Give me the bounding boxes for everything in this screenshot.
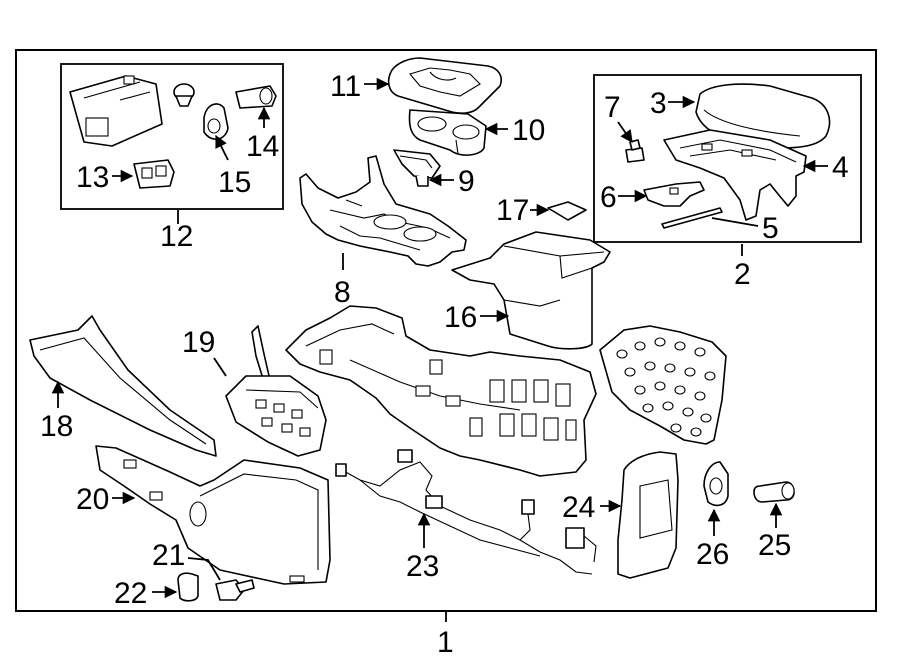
callout-18: 18 xyxy=(40,410,73,443)
part-26-bezel xyxy=(703,461,729,507)
callout-20: 20 xyxy=(76,483,109,516)
callout-1: 1 xyxy=(437,626,454,659)
callout-13: 13 xyxy=(76,161,109,194)
callout-8: 8 xyxy=(334,276,351,309)
panel-hole xyxy=(616,349,628,359)
callout-24: 24 xyxy=(562,491,595,524)
callout-10: 10 xyxy=(512,114,545,147)
leader-lines xyxy=(51,77,828,622)
panel-hole xyxy=(684,367,696,377)
part-17-pad xyxy=(547,201,587,221)
part-10-cupholder-insert xyxy=(408,109,487,156)
part-25-knob xyxy=(753,481,795,503)
callout-9: 9 xyxy=(458,165,475,198)
part-5-rod xyxy=(661,207,723,229)
part-12-clip xyxy=(173,83,195,107)
callout-3: 3 xyxy=(650,87,667,120)
part-21-screw xyxy=(215,579,255,601)
panel-hole xyxy=(644,361,656,371)
part-24-cover xyxy=(617,451,679,579)
panel-hole xyxy=(662,401,674,411)
callout-25: 25 xyxy=(758,529,791,562)
callout-6: 6 xyxy=(600,181,617,214)
callout-2: 2 xyxy=(734,258,751,291)
panel-hole xyxy=(690,427,702,437)
group-box-2 xyxy=(593,74,862,243)
panel-hole xyxy=(700,413,712,423)
callout-19: 19 xyxy=(182,326,215,359)
callout-5: 5 xyxy=(762,212,779,245)
callout-15: 15 xyxy=(218,166,251,199)
panel-hole xyxy=(694,347,706,357)
callout-11: 11 xyxy=(330,70,361,103)
part-15-grommet xyxy=(203,103,229,140)
part-12-bracket xyxy=(69,75,163,147)
part-16-storage-bin xyxy=(451,231,611,350)
callout-4: 4 xyxy=(832,151,849,184)
group-box-12 xyxy=(60,63,284,210)
callout-21: 21 xyxy=(152,539,185,572)
part-23-harness xyxy=(335,449,597,575)
panel-hole xyxy=(654,381,666,391)
part-9-tray xyxy=(393,149,441,187)
callout-26: 26 xyxy=(696,538,729,571)
part-side-panel-right xyxy=(599,325,727,445)
part-14-socket xyxy=(235,85,277,109)
panel-hole xyxy=(704,371,716,381)
panel-hole xyxy=(694,391,706,401)
panel-hole xyxy=(674,385,686,395)
panel-hole xyxy=(682,407,694,417)
part-4-armrest-base xyxy=(663,129,807,221)
callout-17: 17 xyxy=(496,194,529,227)
part-1-console-frame xyxy=(285,305,597,477)
part-8-console-trim-plate xyxy=(299,155,467,267)
callout-12: 12 xyxy=(160,220,193,253)
part-19-shifter xyxy=(225,325,327,457)
panel-hole xyxy=(642,403,654,413)
callout-23: 23 xyxy=(406,550,439,583)
callout-22: 22 xyxy=(114,577,147,610)
panel-hole xyxy=(664,363,676,373)
panel-hole xyxy=(670,423,682,433)
callout-7: 7 xyxy=(604,91,621,124)
panel-hole xyxy=(634,385,646,395)
part-11-cupholder-trim xyxy=(387,57,503,114)
part-13-switch xyxy=(133,159,175,189)
part-6-latch xyxy=(643,181,705,207)
part-22-clip xyxy=(177,572,199,602)
part-7-bumper xyxy=(625,139,645,163)
part-20-lower-panel xyxy=(95,445,331,585)
callout-16: 16 xyxy=(444,301,477,334)
callout-14: 14 xyxy=(246,130,279,163)
panel-hole xyxy=(674,341,686,351)
panel-hole xyxy=(624,367,636,377)
panel-hole xyxy=(634,341,646,351)
panel-hole xyxy=(654,337,666,347)
